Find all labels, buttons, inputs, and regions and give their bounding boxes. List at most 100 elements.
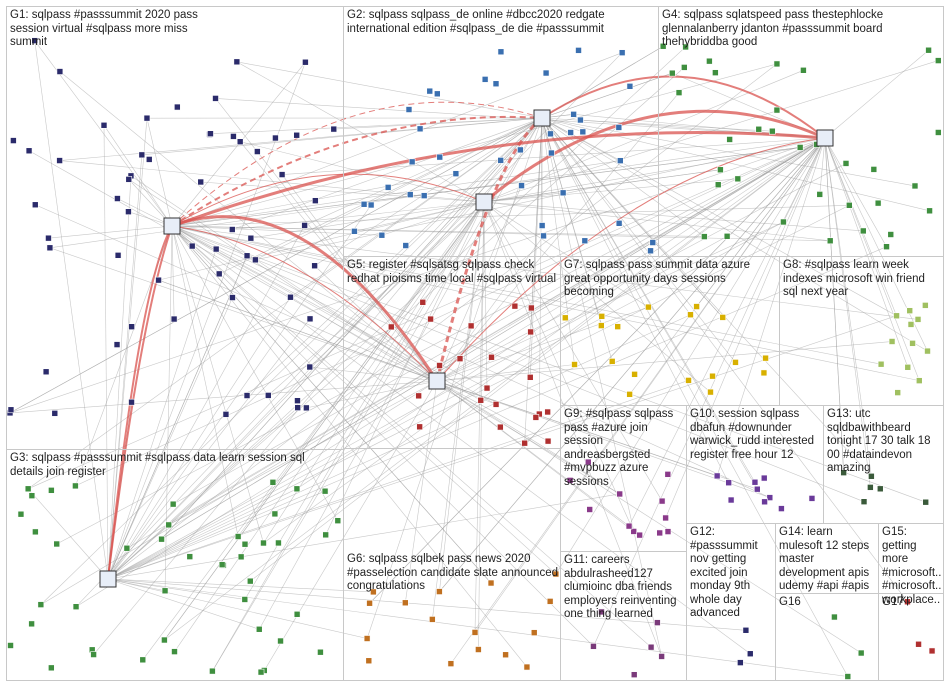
network-node	[598, 313, 606, 320]
network-edge	[107, 493, 620, 580]
network-node	[654, 619, 661, 626]
network-node	[237, 553, 245, 561]
network-node	[681, 64, 688, 71]
network-edge	[354, 201, 485, 232]
network-node	[909, 340, 916, 347]
network-node	[222, 411, 230, 418]
network-node	[658, 497, 666, 505]
group-box-g10: G10: session sqlpass dbafun #downunder w…	[686, 405, 824, 524]
network-node	[128, 398, 135, 406]
network-node	[608, 358, 616, 365]
network-node	[497, 157, 505, 164]
network-node	[658, 653, 665, 660]
network-edge	[824, 137, 844, 473]
network-node	[719, 314, 727, 321]
network-node	[796, 144, 804, 151]
network-node	[287, 293, 294, 301]
network-node	[523, 663, 531, 671]
network-edge	[171, 225, 339, 521]
network-node	[631, 371, 638, 378]
network-edge	[171, 225, 239, 537]
network-node	[707, 388, 714, 396]
network-node	[169, 500, 177, 508]
network-node	[527, 328, 534, 336]
network-node	[928, 647, 936, 655]
group-box-g14: G14: learn mulesoft 12 steps master deve…	[775, 523, 879, 594]
network-edge	[824, 137, 928, 352]
network-edge	[439, 137, 826, 592]
network-node	[826, 237, 834, 245]
network-edge-highlight	[171, 131, 826, 228]
network-node	[521, 439, 528, 447]
network-node	[935, 129, 942, 136]
network-node	[570, 111, 577, 118]
network-edge	[541, 117, 849, 677]
network-edge	[436, 235, 544, 382]
network-node	[408, 158, 416, 166]
network-edge	[9, 380, 438, 414]
network-edge	[93, 117, 543, 655]
network-node	[293, 131, 300, 139]
network-node	[874, 199, 882, 207]
network-node	[548, 149, 555, 157]
network-node	[294, 404, 301, 411]
network-node	[590, 643, 597, 650]
network-edge	[27, 488, 109, 580]
network-node	[161, 587, 169, 595]
network-edge	[264, 380, 438, 671]
network-edge	[173, 137, 826, 505]
network-node	[577, 116, 584, 124]
network-node	[894, 389, 902, 396]
network-edge	[161, 137, 826, 540]
network-edge	[117, 198, 173, 227]
network-edge	[107, 297, 233, 580]
network-edge	[107, 318, 311, 580]
network-edge	[436, 250, 651, 382]
network-node	[857, 649, 865, 657]
network-node	[243, 392, 251, 399]
network-edge	[436, 341, 893, 382]
network-edge	[219, 117, 543, 275]
network-node	[436, 588, 443, 595]
network-node	[17, 510, 25, 518]
network-node	[165, 521, 173, 529]
network-node	[742, 626, 750, 634]
network-node	[528, 304, 535, 312]
network-edge	[309, 366, 438, 382]
network-edge-highlight	[171, 173, 485, 227]
group-label-g6: G6: sqlpass sqlbek pass news 2020 #passe…	[347, 553, 558, 592]
network-edge	[9, 117, 543, 414]
network-node	[378, 231, 386, 239]
network-edge	[541, 117, 930, 212]
network-edge	[103, 125, 109, 580]
network-node	[241, 540, 249, 548]
network-edge	[474, 201, 485, 633]
network-node	[272, 134, 279, 142]
network-edge	[107, 149, 521, 580]
network-node	[626, 391, 633, 398]
network-node	[737, 659, 744, 666]
network-node	[808, 495, 816, 502]
network-edge	[107, 248, 217, 580]
group-box-g6: G6: sqlpass sqlbek pass news 2020 #passe…	[343, 448, 561, 681]
network-node	[567, 129, 574, 136]
network-node	[366, 599, 373, 607]
network-edge	[171, 225, 382, 236]
network-edge	[28, 150, 438, 382]
network-edge	[665, 137, 826, 519]
network-edge	[539, 117, 543, 415]
network-edge	[56, 137, 826, 545]
network-edge	[171, 225, 865, 502]
group-box-g8: G8: #sqlpass learn week indexes microsof…	[779, 256, 944, 406]
network-node	[859, 227, 867, 235]
network-edge	[141, 117, 543, 156]
network-node	[907, 321, 915, 328]
network-node	[322, 531, 329, 539]
group-box-g11: G11: careers abdulrasheed127 clumioinc d…	[560, 551, 687, 681]
network-edge	[164, 225, 173, 591]
network-node	[870, 166, 878, 173]
network-node	[293, 485, 301, 493]
network-edge	[75, 117, 543, 607]
network-node	[876, 485, 884, 493]
network-node	[218, 561, 226, 568]
